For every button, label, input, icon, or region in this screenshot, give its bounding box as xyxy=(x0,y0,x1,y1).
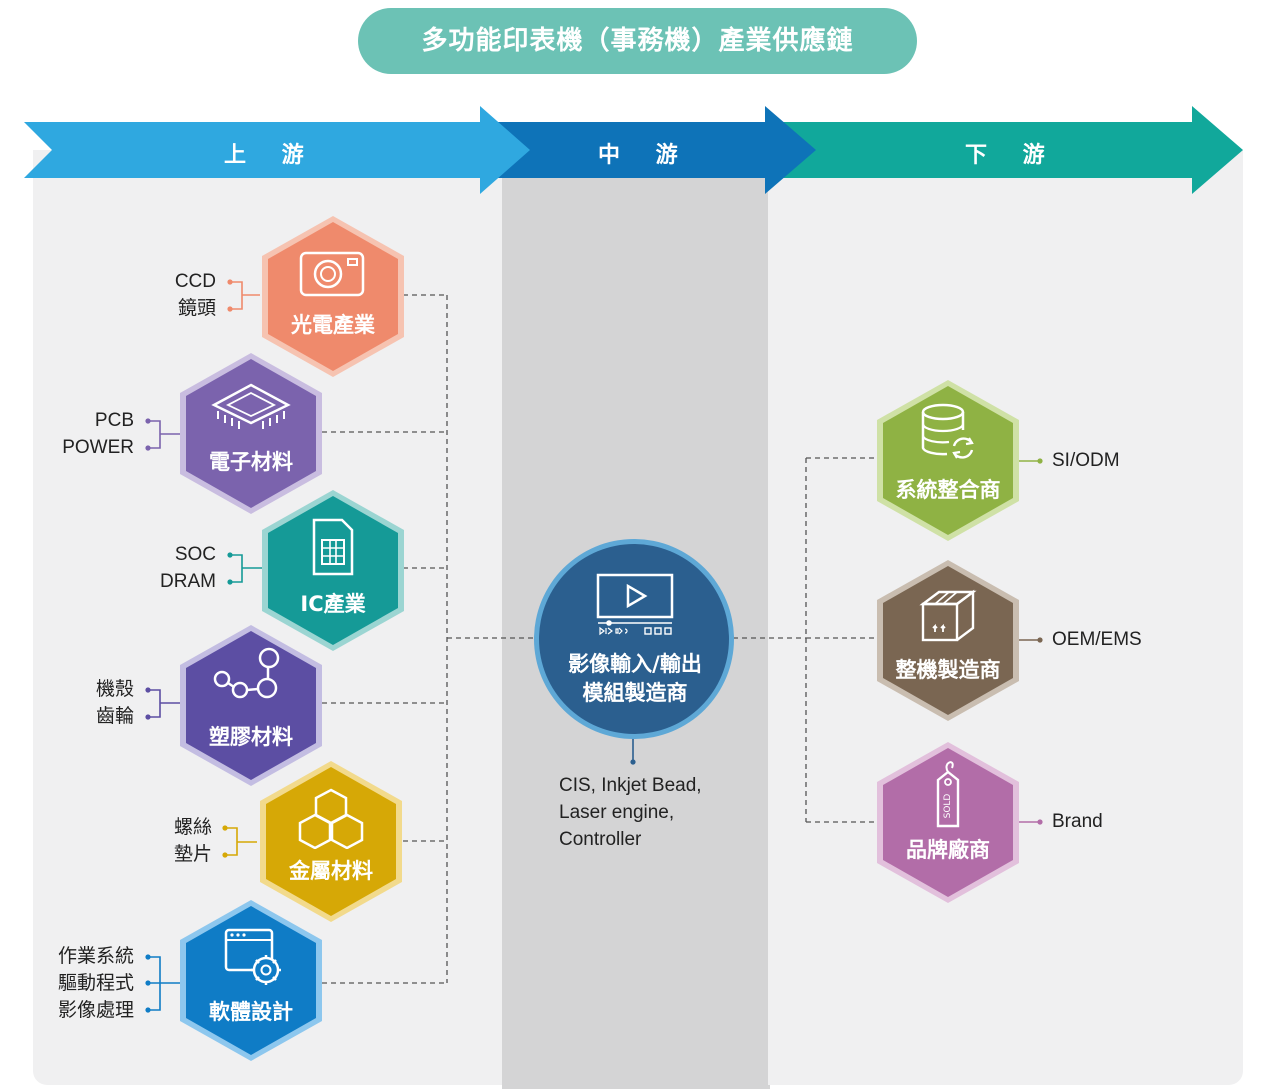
item-text: POWER xyxy=(62,437,134,458)
package-box-icon xyxy=(919,589,977,642)
brand-vendor-item: Brand xyxy=(1052,811,1103,832)
sim-card-icon xyxy=(312,518,354,576)
database-sync-icon xyxy=(921,403,977,462)
midstream-arrow xyxy=(490,106,816,194)
ic-industry-items: SOC DRAM xyxy=(130,541,216,595)
item-text: CCD xyxy=(174,271,216,292)
optoelectronics-items: CCD 鏡頭 xyxy=(150,268,216,322)
downstream-arrow xyxy=(770,106,1243,194)
item-text: 驅動程式 xyxy=(57,973,134,994)
honeycomb-icon xyxy=(298,788,364,849)
software-gear-icon xyxy=(224,928,281,985)
node-label: 軟體設計 xyxy=(209,1000,293,1024)
upstream-label: 上 游 xyxy=(224,143,318,168)
upstream-arrow xyxy=(24,106,530,194)
node-electronic-materials: 電子材料 xyxy=(176,351,326,516)
node-plastic-materials: 塑膠材料 xyxy=(176,623,326,788)
video-player-icon xyxy=(596,573,674,636)
midstream-label: 中 游 xyxy=(598,143,692,168)
electronic-materials-items: PCB POWER xyxy=(40,407,134,461)
metal-materials-items: 螺絲 墊片 xyxy=(140,814,212,868)
node-ic-industry: IC產業 xyxy=(258,488,408,653)
item-text: 機殼 xyxy=(95,679,134,700)
note-line: Controller xyxy=(559,829,642,850)
item-text: 螺絲 xyxy=(173,817,212,838)
node-software-design: 軟體設計 xyxy=(176,898,326,1063)
node-label: IC產業 xyxy=(300,592,366,616)
item-text: 影像處理 xyxy=(57,1000,134,1021)
node-system-integrator: 系統整合商 xyxy=(873,378,1023,543)
node-metal-materials: 金屬材料 xyxy=(256,759,406,924)
node-optoelectronics: 光電產業 xyxy=(258,214,408,379)
item-text: 鏡頭 xyxy=(177,298,216,319)
node-label: 系統整合商 xyxy=(895,478,1001,502)
sold-tag-icon: SOLD xyxy=(936,761,960,828)
svg-text:SOLD: SOLD xyxy=(943,794,953,819)
page-title: 多功能印表機（事務機）產業供應鏈 xyxy=(358,8,917,74)
note-line: CIS, Inkjet Bead, xyxy=(559,775,702,796)
node-label: 電子材料 xyxy=(209,450,293,474)
item-text: DRAM xyxy=(160,571,216,592)
camera-icon xyxy=(299,251,365,297)
midstream-label-line: 模組製造商 xyxy=(582,681,688,705)
node-label: 光電產業 xyxy=(291,313,375,337)
node-label: 品牌廠商 xyxy=(906,838,990,862)
plastic-materials-items: 機殼 齒輪 xyxy=(60,676,134,730)
chip-icon xyxy=(211,383,291,429)
node-label: 塑膠材料 xyxy=(209,725,293,749)
stage-arrows xyxy=(24,106,1243,194)
item-text: SOC xyxy=(174,544,216,565)
item-text: 墊片 xyxy=(173,844,212,865)
midstream-label-line: 影像輸入/輸出 xyxy=(568,652,702,676)
software-design-items: 作業系統 驅動程式 影像處理 xyxy=(30,943,134,1024)
system-integrator-item: SI/ODM xyxy=(1052,450,1120,471)
midstream-label: 影像輸入/輸出 模組製造商 xyxy=(540,650,730,708)
item-text: 作業系統 xyxy=(57,946,134,967)
item-text: 齒輪 xyxy=(95,706,134,727)
node-label: 金屬材料 xyxy=(289,859,373,883)
midstream-node xyxy=(534,539,734,739)
node-brand-vendor: SOLD 品牌廠商 xyxy=(873,740,1023,905)
node-label: 整機製造商 xyxy=(895,658,1001,682)
note-line: Laser engine, xyxy=(559,802,675,823)
downstream-label: 下 游 xyxy=(965,143,1059,168)
midstream-note: CIS, Inkjet Bead, Laser engine, Controll… xyxy=(559,772,702,853)
node-system-manufacturer: 整機製造商 xyxy=(873,558,1023,723)
molecule-icon xyxy=(213,647,280,699)
item-text: PCB xyxy=(94,410,134,431)
system-manufacturer-item: OEM/EMS xyxy=(1052,629,1142,650)
